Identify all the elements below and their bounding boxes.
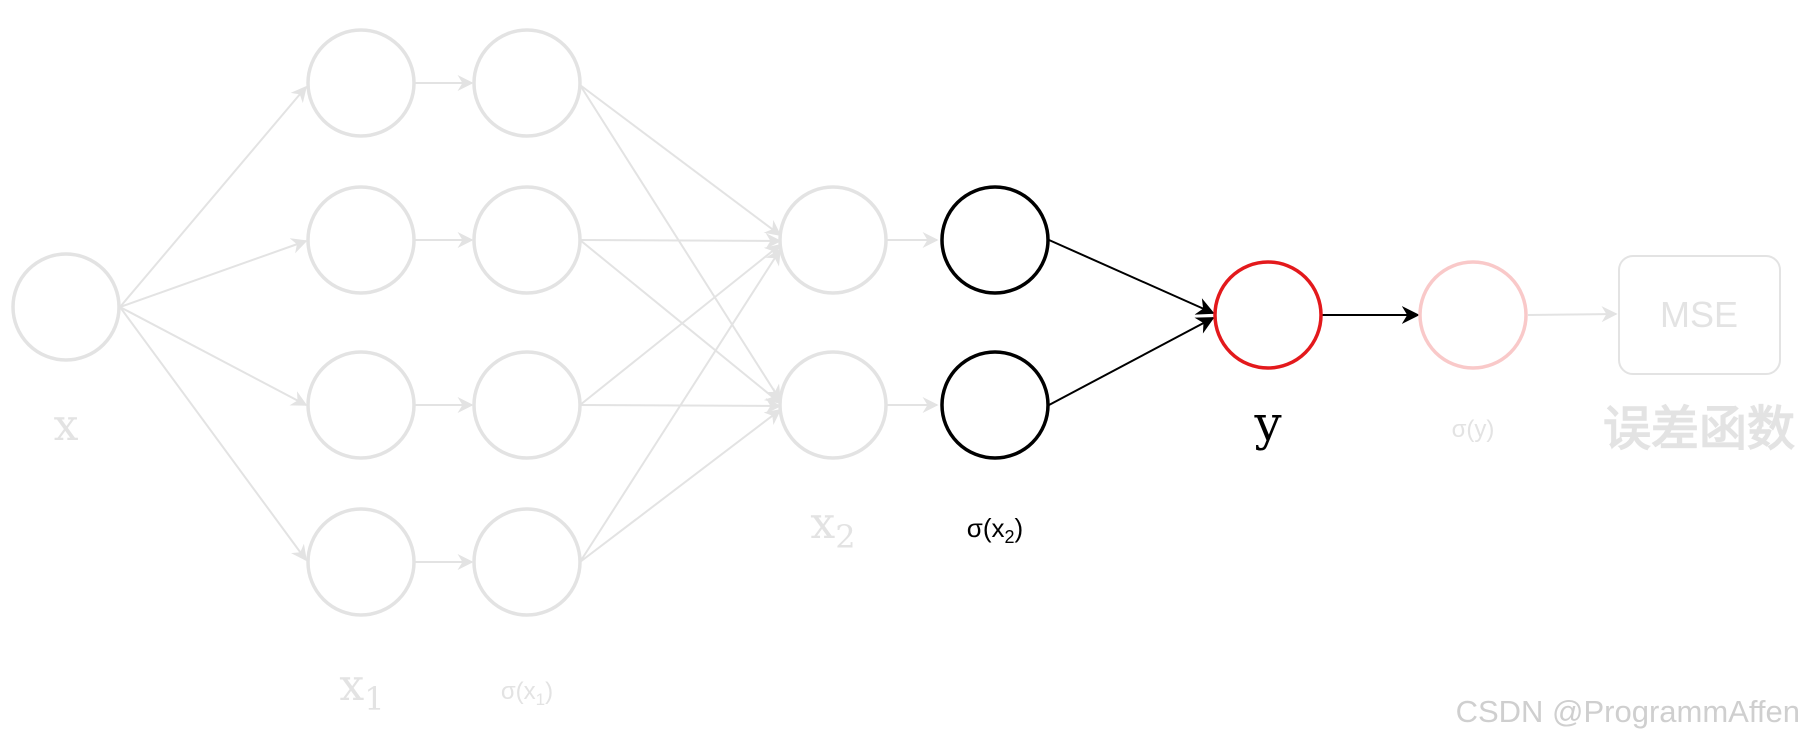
label-sigma-x1: σ(x1) (501, 678, 553, 709)
node-sigma-x2-2 (940, 350, 1050, 460)
label-sigma-x1-post: ) (545, 678, 553, 705)
edge-s2-1-to-y (1048, 239, 1215, 315)
label-output-y: y (1253, 396, 1281, 452)
edge-x-to-x1-2 (119, 238, 308, 308)
label-sigma-y: σ(y) (1452, 416, 1495, 443)
edge-x-to-x1-1 (119, 85, 308, 308)
label-sigma-x2-pre: σ(x (967, 513, 1005, 543)
node-x1-2 (306, 185, 416, 295)
edge-s1-1-to-x2-2 (579, 84, 781, 402)
node-sigma-x2-1 (940, 185, 1050, 295)
edge-s1-3-to-x2-1 (579, 244, 782, 406)
edge-s1-4-to-x2-1 (579, 248, 781, 563)
label-sigma-x2-sub: 2 (1005, 527, 1015, 547)
node-x1-3 (306, 350, 416, 460)
node-x1-1 (306, 28, 416, 138)
node-sigma-x1-3 (472, 350, 582, 460)
node-sigma-x1-1 (472, 28, 582, 138)
edge-s1-2-to-x2-1 (579, 232, 782, 249)
label-sigma-x2-post: ) (1015, 513, 1024, 543)
node-x2-2 (778, 350, 888, 460)
node-sigma-y (1418, 260, 1528, 370)
edge-x-to-x1-3 (119, 306, 308, 406)
watermark: CSDN @ProgrammAffen (1456, 694, 1800, 729)
edge-sy-to-mse (1527, 306, 1618, 323)
label-loss-function: 误差函数 (1603, 403, 1795, 456)
edge-s1-2-to-x2-2 (579, 239, 782, 405)
label-x1: x1 (339, 660, 384, 718)
edge-s2-2-to-y (1048, 317, 1215, 406)
edge-s1-1-to-x2-1 (579, 84, 782, 236)
node-input-x (11, 252, 121, 362)
faded-nodes (11, 28, 888, 617)
node-sigma-x1-2 (472, 185, 582, 295)
active-nodes (940, 185, 1528, 460)
label-x1-base: x (339, 660, 364, 711)
mse-box (1618, 255, 1781, 375)
label-sigma-x1-pre: σ(x (501, 678, 536, 705)
edge-x-to-x1-4 (119, 306, 307, 562)
active-edges (1048, 239, 1420, 406)
label-x2-sub: 2 (835, 518, 855, 556)
label-x2-base: x (810, 498, 835, 549)
node-output-y (1213, 260, 1323, 370)
label-sigma-x2: σ(x2) (967, 513, 1023, 547)
node-x2-1 (778, 185, 888, 295)
label-x2: x2 (810, 498, 855, 556)
mse-box-label: MSE (1660, 294, 1738, 335)
node-sigma-x1-4 (472, 507, 582, 617)
label-sigma-x1-sub: 1 (536, 690, 545, 709)
faded-edges (119, 75, 1618, 570)
label-input-x: x (54, 400, 79, 451)
edge-s1-4-to-x2-2 (579, 409, 782, 563)
node-x1-4 (306, 507, 416, 617)
label-x1-sub: 1 (364, 680, 384, 718)
